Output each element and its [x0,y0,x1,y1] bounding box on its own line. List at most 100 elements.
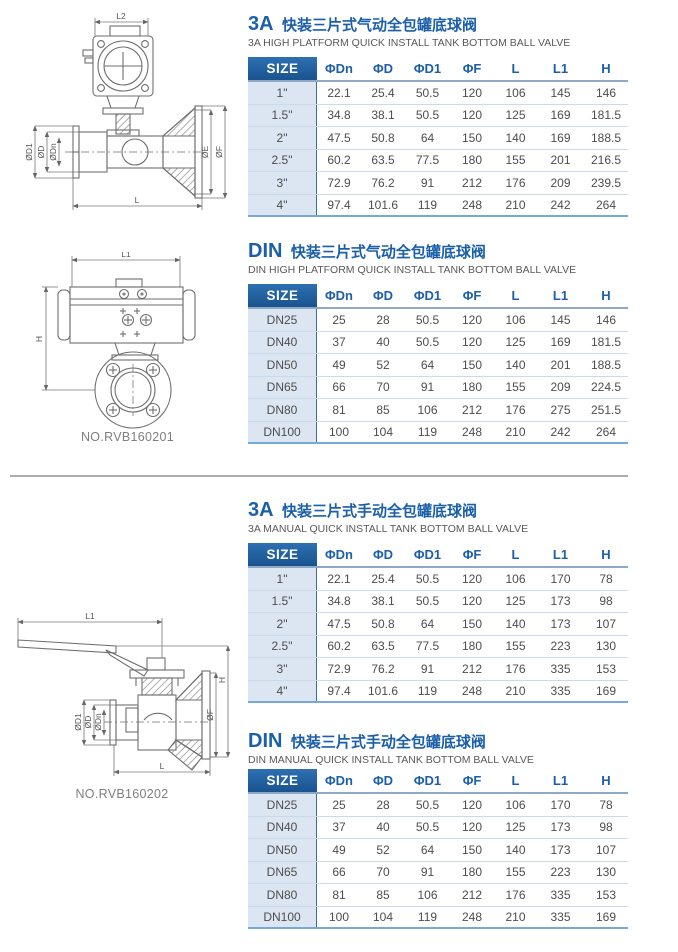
dimension-header-cell: ΦDn [325,288,353,303]
drawing-caption: NO.RVB160202 [75,787,169,801]
dim-label-l2: L2 [116,12,126,21]
value-cell: 188.5 [590,357,622,372]
value-cell: 223 [550,639,571,654]
size-cell: 1" [248,568,317,590]
value-cell: 335 [550,661,571,676]
size-header-cell: SIZE [248,543,317,566]
value-cell: 64 [420,130,435,145]
value-cell: 212 [461,402,483,417]
value-cell: 335 [550,887,571,902]
value-cell: 180 [461,380,483,395]
value-cell: 64 [420,842,435,857]
value-cell: 91 [420,661,435,676]
value-cell: 22.1 [327,571,351,586]
value-cell: 119 [417,424,438,439]
dimension-header-cell: L1 [552,547,569,562]
section-din-pneumatic: DIN 快装三片式气动全包罐底球阀 DIN HIGH PLATFORM QUIC… [248,241,630,444]
value-cell: 242 [550,197,571,212]
value-cell: 98 [599,820,613,835]
value-cell: 81 [332,402,346,417]
title-chinese: 快装三片式手动全包罐底球阀 [290,734,486,751]
dim-label-f: ØF [205,709,215,721]
value-cell: 181.5 [590,335,622,350]
dim-label-d: ØD [36,146,46,159]
value-cell: 335 [550,909,571,924]
value-cell: 275 [550,402,571,417]
value-cell: 209 [550,380,571,395]
value-cell: 100 [328,424,350,439]
dim-label-dn: ØDn [93,713,103,731]
size-cell: DN50 [248,839,317,861]
value-cell: 153 [595,661,617,676]
value-cell: 210 [505,909,526,924]
value-cell: 120 [461,335,483,350]
value-cell: 150 [461,130,483,145]
value-cell: 119 [417,197,438,212]
dimension-header-cell: L1 [552,61,569,76]
title-prefix: 3A [248,499,274,521]
dimension-header-cell: ΦD [372,773,394,788]
section-3a-manual: 3A 快装三片式手动全包罐底球阀 3A MANUAL QUICK INSTALL… [248,500,630,703]
size-header-cell: SIZE [248,769,317,792]
dimension-header-cell: ΦDn [325,61,353,76]
value-cell: 264 [595,424,617,439]
size-header-cell: SIZE [248,57,317,80]
section-title: DIN 快装三片式手动全包罐底球阀 [248,731,630,752]
value-cell: 223 [550,865,571,880]
section-divider [10,475,628,477]
size-cell: 1.5" [248,104,317,126]
value-cell: 101.6 [367,683,399,698]
dimension-header-cell: ΦD [372,547,394,562]
title-prefix: 3A [248,13,274,35]
value-cell: 91 [420,175,435,190]
value-cell: 107 [595,842,617,857]
title-prefix: DIN [248,730,283,752]
value-cell: 201 [550,357,571,372]
value-cell: 106 [505,571,526,586]
value-cell: 130 [595,865,617,880]
dimension-header-cell: ΦD1 [413,547,442,562]
value-cell: 85 [376,887,390,902]
value-cell: 76.2 [371,661,395,676]
value-cell: 49 [332,357,346,372]
value-cell: 212 [461,661,483,676]
value-cell: 34.8 [327,108,351,123]
dimension-header-cell: ΦD1 [413,773,442,788]
value-cell: 335 [550,683,571,698]
value-cell: 28 [376,312,390,327]
value-cell: 125 [505,594,526,609]
value-cell: 239.5 [590,175,622,190]
value-cell: 120 [461,85,483,100]
value-cell: 25.4 [371,571,395,586]
value-cell: 25.4 [371,85,395,100]
size-cell: 2" [248,127,317,149]
value-cell: 120 [461,312,483,327]
drawing-manual-side-view: L1 ØD1 ØD ØDn ØF H L NO.RVB160202 [6,600,238,801]
value-cell: 63.5 [371,153,395,168]
value-cell: 201 [550,153,571,168]
value-cell: 119 [417,909,438,924]
value-cell: 224.5 [590,380,622,395]
value-cell: 91 [420,865,435,880]
value-cell: 49 [332,842,346,857]
value-cell: 248 [461,909,483,924]
size-cell: 3" [248,172,317,194]
value-cell: 64 [420,357,435,372]
dimension-header-cell: ΦDn [325,547,353,562]
size-cell: 4" [248,194,317,215]
value-cell: 146 [595,312,617,327]
value-cell: 209 [550,175,571,190]
value-cell: 212 [461,887,483,902]
value-cell: 130 [595,639,617,654]
value-cell: 22.1 [327,85,351,100]
value-cell: 50.5 [415,312,440,327]
section-din-manual: DIN 快装三片式手动全包罐底球阀 DIN MANUAL QUICK INSTA… [248,731,630,929]
value-cell: 91 [420,380,435,395]
dimension-header-cell: L1 [552,288,569,303]
